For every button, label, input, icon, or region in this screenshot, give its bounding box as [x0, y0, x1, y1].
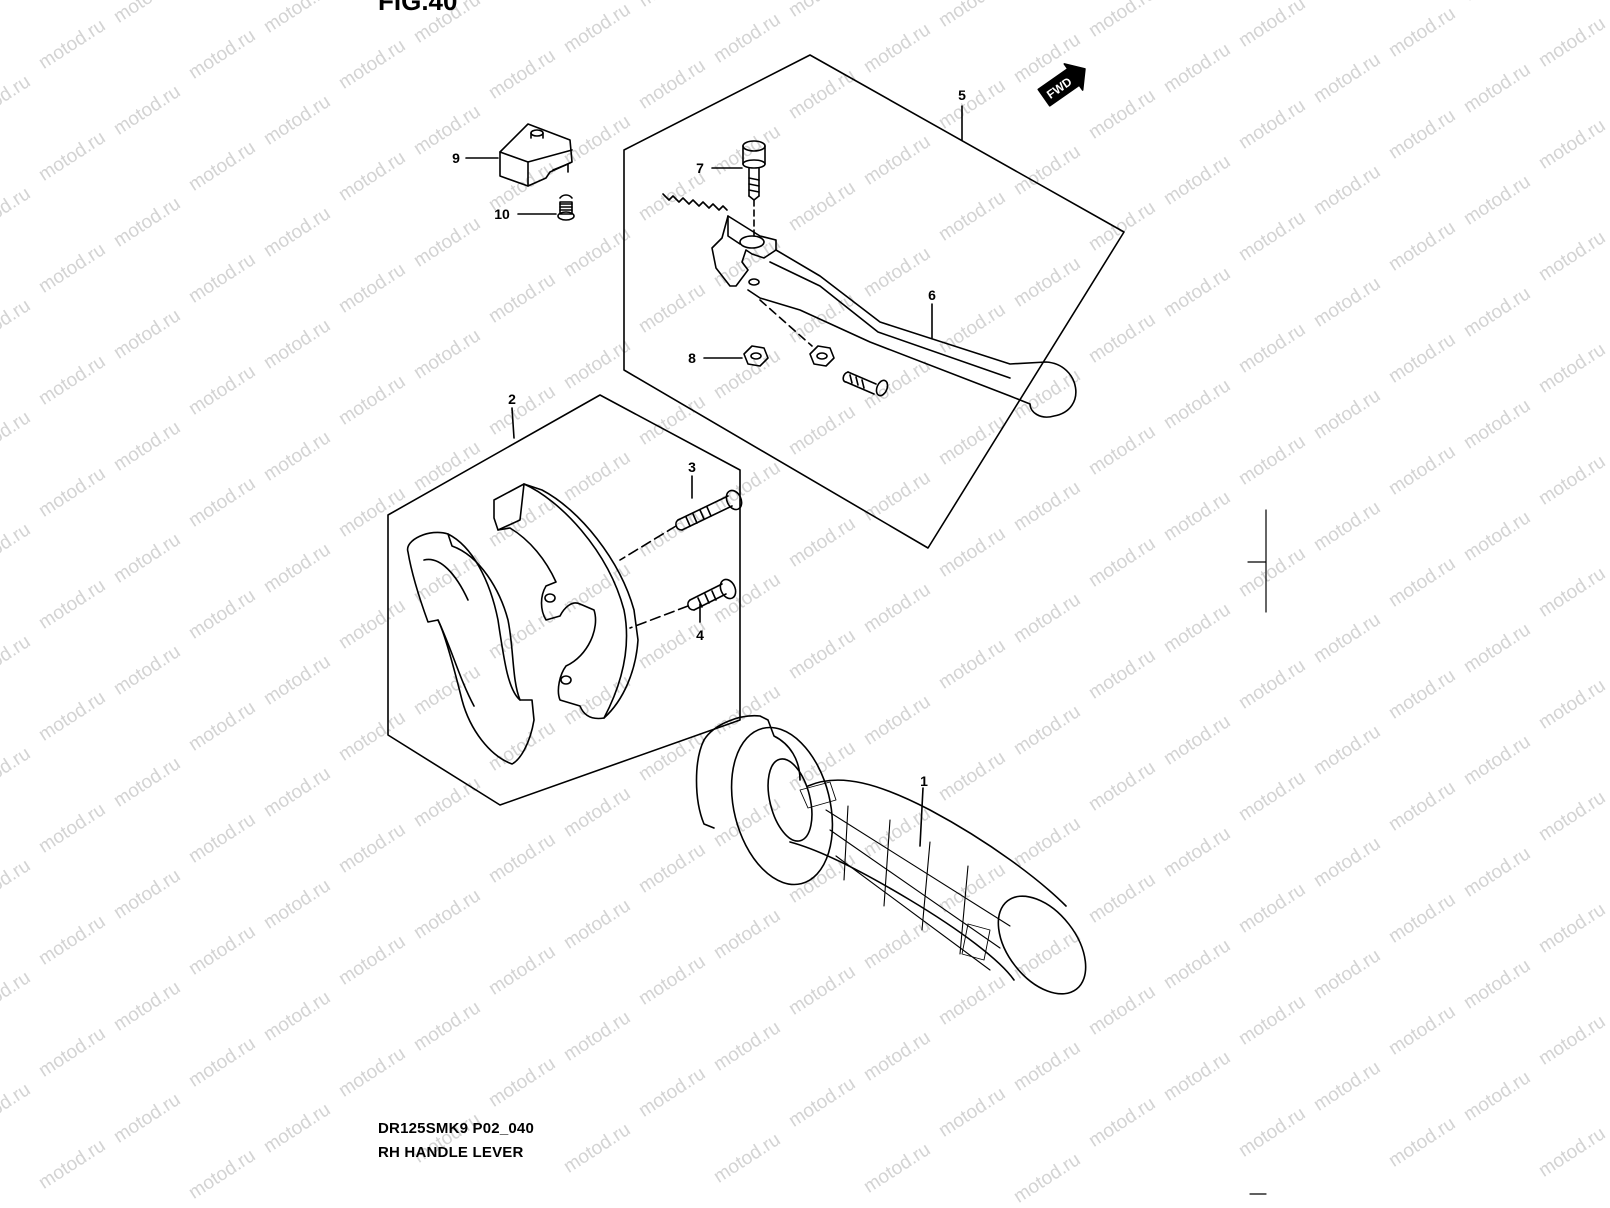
- screw-part-4: [629, 578, 737, 629]
- clamp-front-half: [493, 483, 639, 720]
- throttle-grip-part-1: [695, 714, 1087, 995]
- callout-5: 5: [958, 87, 966, 103]
- leader-2: [511, 407, 515, 439]
- brake-lever-part-6: [711, 215, 1077, 418]
- group-box-5: [623, 54, 1125, 549]
- callout-7: 7: [696, 160, 704, 176]
- fwd-arrow-icon: FWD: [1037, 63, 1086, 107]
- nut-part-8: [743, 345, 769, 367]
- leader-1: [919, 787, 924, 847]
- callout-8: 8: [688, 350, 696, 366]
- reference-mark: [1247, 509, 1267, 613]
- lever-nut: [809, 345, 835, 367]
- pivot-bolt-part-7: [742, 140, 766, 239]
- lever-spring: [662, 193, 728, 211]
- screw-part-3: [619, 489, 743, 561]
- switch-part-9: [499, 123, 573, 187]
- screw-part-10: [557, 194, 575, 221]
- callout-2: 2: [508, 391, 516, 407]
- callout-4: 4: [696, 627, 704, 643]
- callout-6: 6: [928, 287, 936, 303]
- lever-bolt: [842, 371, 889, 397]
- figure-code: DR125SMK9 P02_040: [378, 1120, 534, 1137]
- callout-10: 10: [494, 206, 510, 222]
- callout-1: 1: [920, 773, 928, 789]
- figure-name: RH HANDLE LEVER: [378, 1144, 524, 1161]
- clamp-rear-half: [407, 531, 535, 765]
- callout-3: 3: [688, 459, 696, 475]
- figure-title: FIG.40: [378, 0, 458, 16]
- group-box-2: [387, 394, 741, 806]
- callout-9: 9: [452, 150, 460, 166]
